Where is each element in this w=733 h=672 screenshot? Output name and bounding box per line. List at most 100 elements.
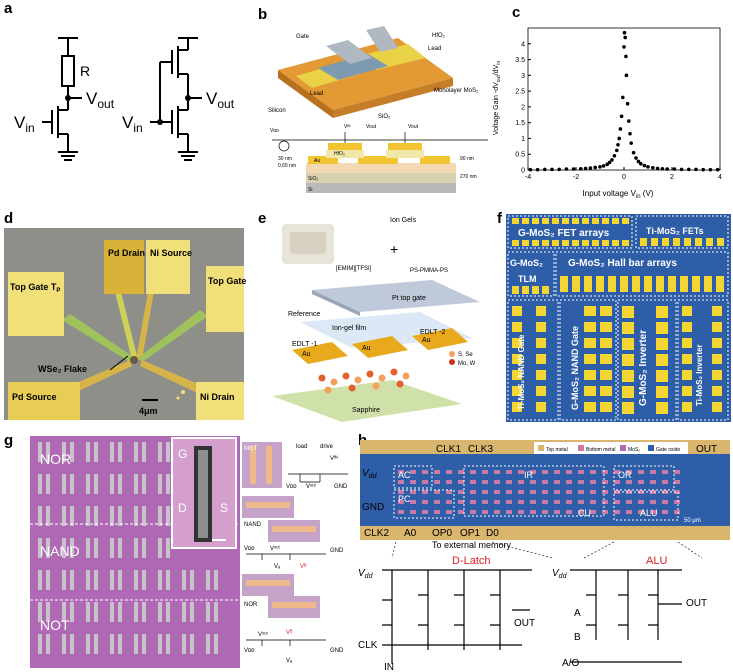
h-or: OR	[618, 470, 632, 480]
logic-cell	[566, 480, 572, 484]
nand-pad	[600, 322, 612, 332]
b-30nm: 30 nm	[278, 156, 292, 162]
logic-cell	[602, 480, 608, 484]
transistor-device	[166, 506, 170, 526]
logic-cell	[662, 490, 668, 494]
nand-pad	[512, 370, 522, 380]
transistor-device	[94, 474, 98, 494]
data-point	[550, 167, 554, 172]
logic-cell	[446, 490, 452, 494]
hall-pad	[644, 276, 652, 292]
h-scale: 50 μm	[684, 518, 701, 524]
panel-label-d: d	[4, 210, 14, 227]
data-point	[634, 156, 638, 160]
transistor-device	[38, 570, 42, 590]
inv-pad	[712, 306, 722, 316]
data-point	[627, 119, 631, 123]
transistor-device	[134, 538, 138, 558]
e-pt-top-gate: Pt top gate	[392, 295, 426, 302]
logic-cell	[614, 500, 620, 504]
ti-fet-pad	[717, 238, 724, 246]
transistor-device	[70, 442, 74, 462]
logic-cell	[398, 470, 404, 474]
logic-cell	[566, 490, 572, 494]
h-a: A	[574, 608, 581, 619]
g-va1: Vₐ	[274, 564, 281, 570]
transistor-device	[94, 506, 98, 526]
transistor-device	[46, 634, 50, 654]
h-ir: IR	[524, 470, 534, 480]
transistor-device	[94, 538, 98, 558]
data-point	[646, 165, 650, 169]
inv-pad	[712, 386, 722, 396]
logic-cell	[434, 470, 440, 474]
wse2-device-micrograph: Pd Drain Ni Source Top Gate TP Top Gate …	[4, 228, 248, 420]
logic-cell	[470, 470, 476, 474]
ti-fet-pad	[673, 238, 680, 246]
data-point	[623, 35, 627, 40]
data-point	[579, 166, 583, 171]
nand-pad	[536, 306, 546, 316]
b-si: Si	[308, 187, 312, 193]
h-vdd: Vdd	[362, 468, 378, 480]
logic-cell	[506, 490, 512, 494]
nand-pad	[584, 354, 596, 364]
logic-cell	[530, 480, 536, 484]
nand-pad	[512, 306, 522, 316]
nand-pad	[584, 306, 596, 316]
logic-cell	[554, 470, 560, 474]
transistor-device	[86, 442, 90, 462]
logic-gate-array: NOR NAND NOT G D S MGT load drive Vᴵᴺ V	[30, 436, 348, 668]
e-pspmma: PS-PMMA-PS	[410, 268, 448, 274]
data-point	[615, 148, 619, 153]
hall-pad	[680, 276, 688, 292]
transistor-device	[94, 442, 98, 462]
transistor-device	[214, 602, 218, 622]
data-point	[708, 167, 713, 172]
logic-cell	[422, 490, 428, 494]
logic-cell	[590, 510, 596, 514]
crystal-lattice	[318, 368, 410, 394]
x-tick-label: 4	[718, 174, 722, 181]
hall-pad	[668, 276, 676, 292]
transistor-device	[86, 602, 90, 622]
inv-pad	[682, 354, 692, 364]
nand-pad	[536, 370, 546, 380]
fet-pad	[532, 218, 539, 224]
transistor-device	[206, 570, 210, 590]
data-point	[628, 131, 632, 136]
fet-pad	[552, 218, 559, 224]
f-ti-fets: Ti-MoS₂ FETs	[646, 226, 704, 236]
fet-pad	[522, 218, 529, 224]
logic-cell	[398, 500, 404, 504]
logic-cell	[542, 480, 548, 484]
transistor-device	[110, 634, 114, 654]
g-vout2: Vᵒᵘᵗ	[270, 545, 281, 552]
h-clk2: CLK2	[364, 528, 389, 539]
g-vdd2: Vᴅᴅ	[244, 546, 255, 552]
logic-cell	[554, 480, 560, 484]
svg-text:Vin: Vin	[14, 113, 35, 135]
logic-cell	[650, 480, 656, 484]
inv-pad	[656, 306, 668, 318]
g-mgt: MGT	[244, 446, 258, 452]
transistor-device	[190, 634, 194, 654]
b-lead1: Lead	[428, 46, 441, 52]
h-clk: CLK	[358, 640, 378, 651]
data-point	[571, 167, 576, 171]
logic-cell	[518, 490, 524, 494]
data-point	[642, 163, 647, 168]
data-point	[651, 165, 655, 170]
vout-left: V	[86, 89, 98, 108]
inv-pad	[682, 338, 692, 348]
panel-label-b: b	[258, 6, 268, 23]
panel-label-c: c	[512, 4, 521, 21]
inv-pad	[712, 402, 722, 412]
fet-pad	[622, 218, 629, 224]
data-point	[679, 167, 684, 172]
logic-cell	[662, 510, 668, 514]
g-d: D	[178, 501, 187, 515]
data-point	[672, 167, 677, 171]
data-point	[543, 167, 547, 172]
transistor-device	[62, 570, 66, 590]
